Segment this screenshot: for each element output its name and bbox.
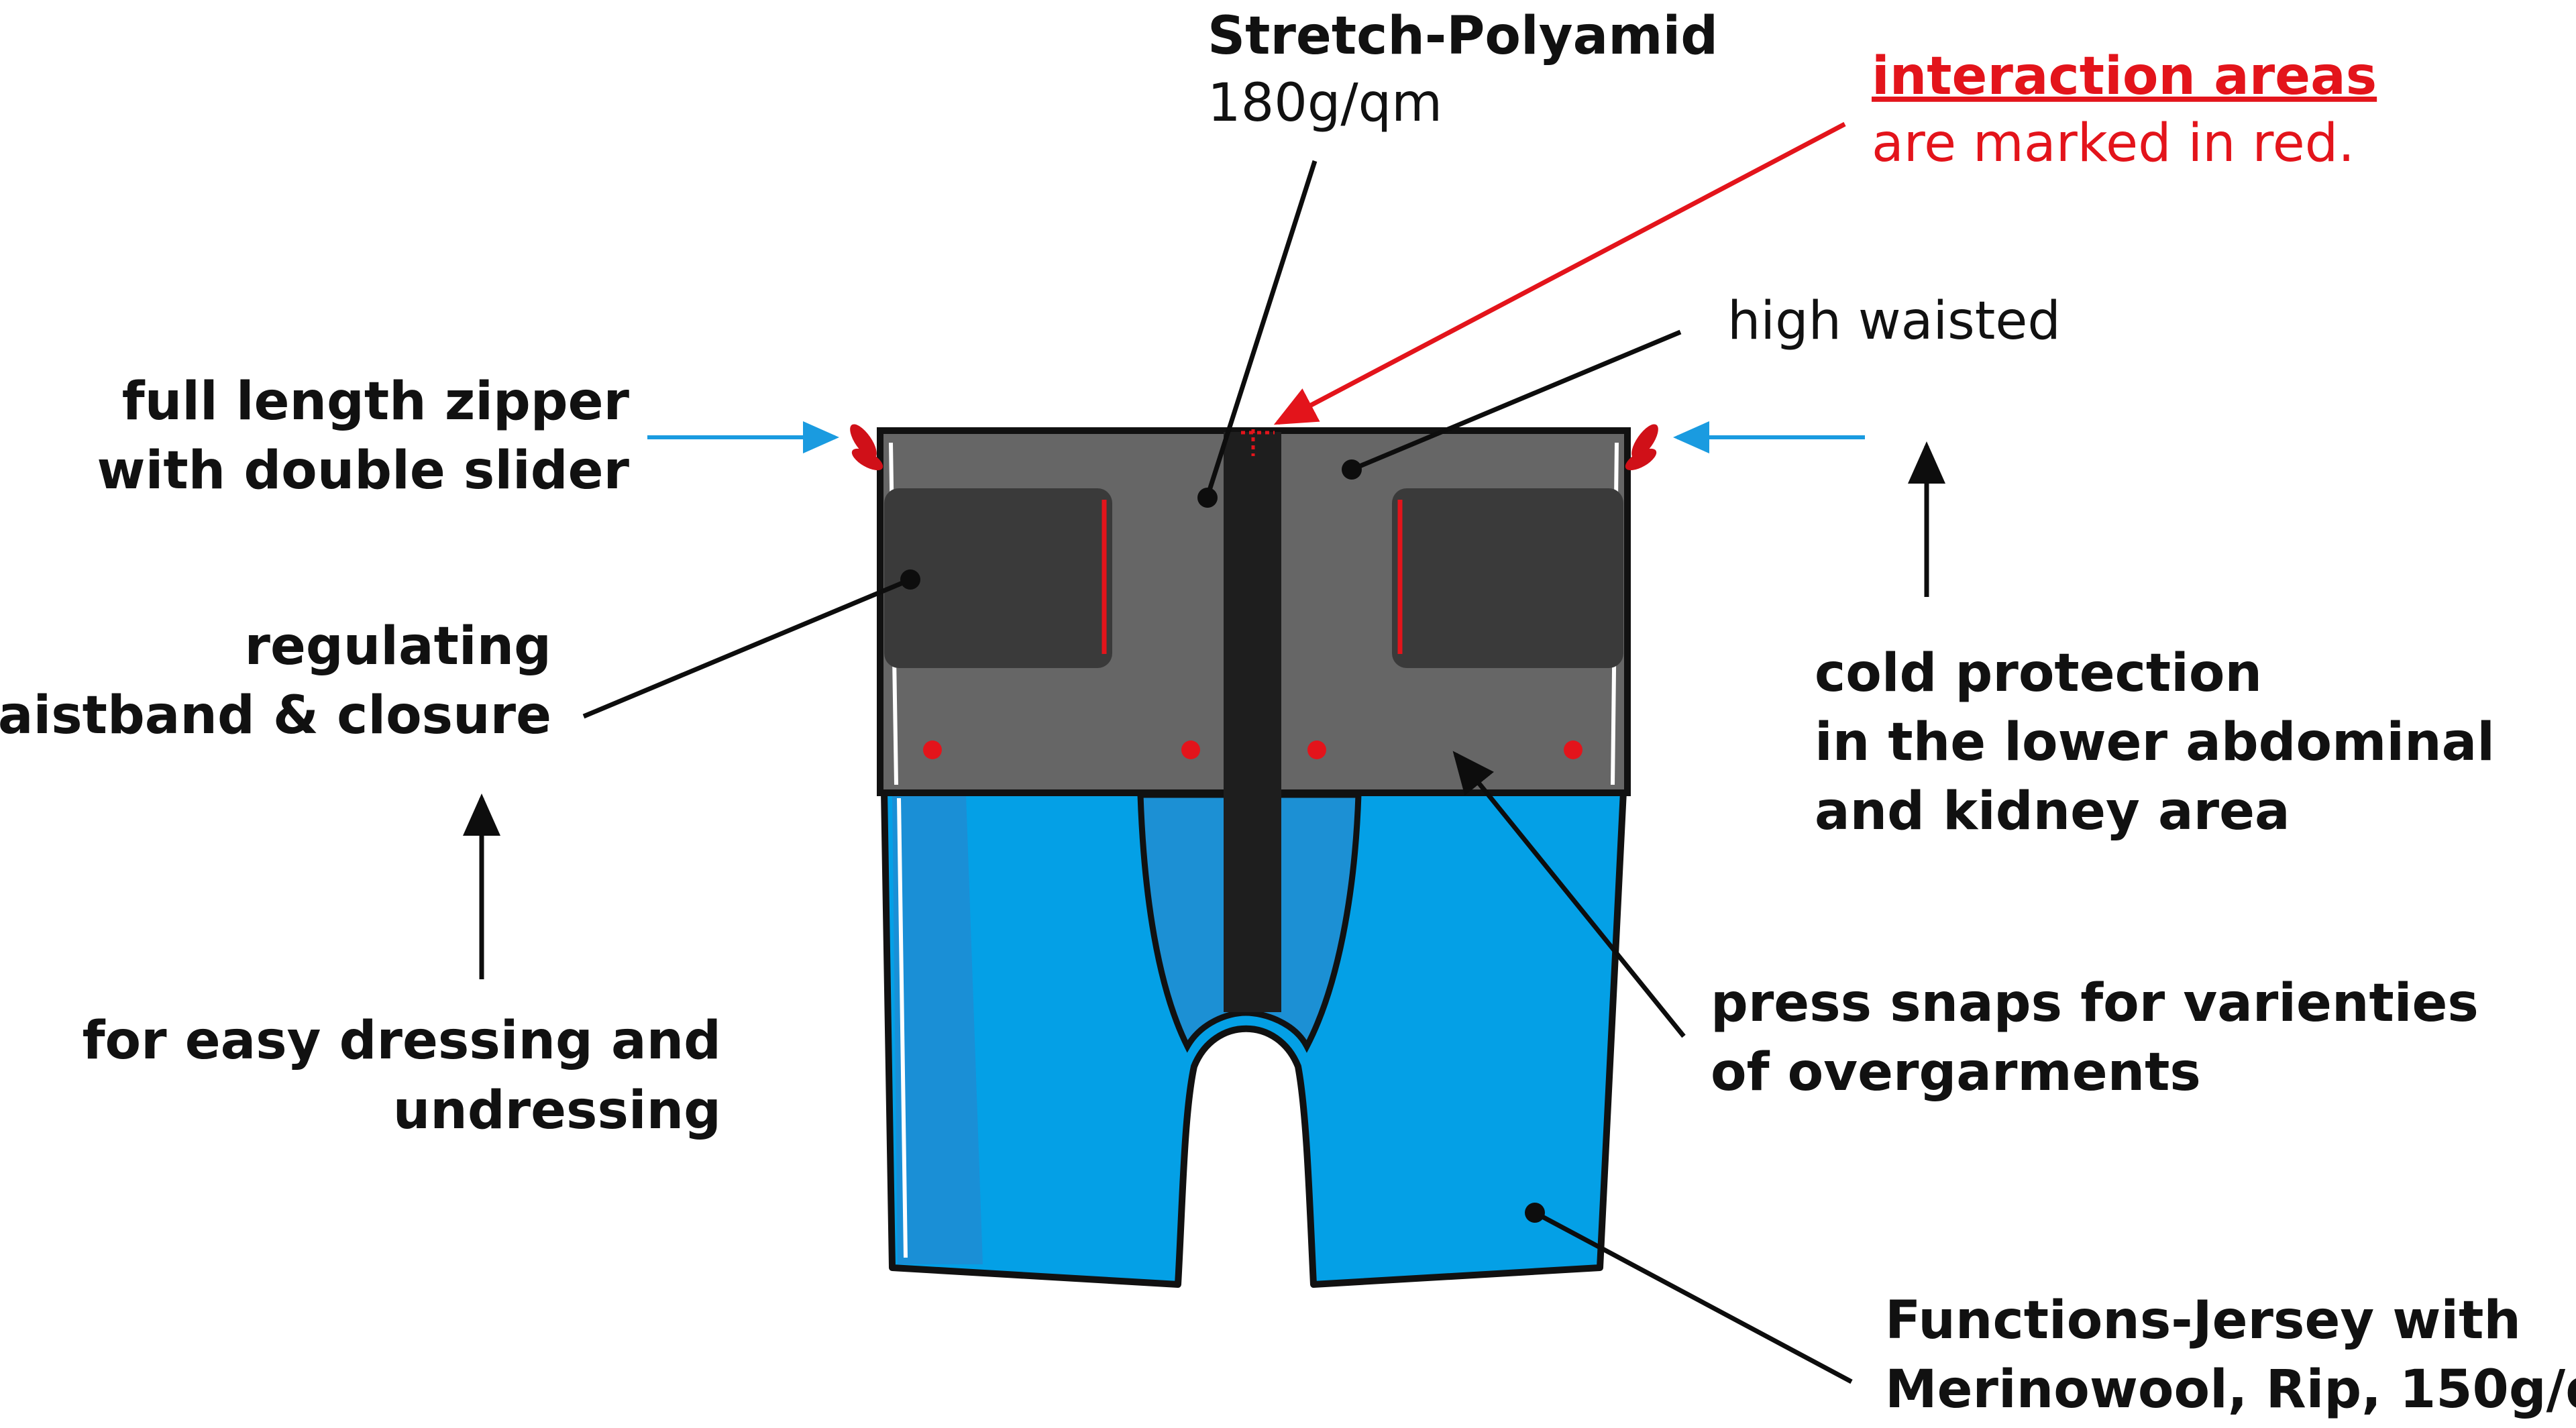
leader-high-waisted: [1350, 329, 1682, 472]
regulating-panel-right: [1392, 488, 1623, 668]
leader-lines: [463, 121, 1945, 1384]
center-zipper: [1224, 432, 1281, 1012]
label-cold-line1: cold protection: [1815, 643, 2262, 704]
jersey-edge-highlight: [897, 798, 908, 1258]
label-waistband-line2: waistband & closure: [0, 685, 551, 746]
leader-regulating-waistband: [582, 578, 910, 719]
label-zipper-line2: with double slider: [97, 441, 630, 501]
regulating-panel-left: [884, 488, 1112, 668]
dot-high-waisted: [1342, 459, 1362, 480]
leader-jersey: [1534, 1210, 1853, 1384]
dot-stretch-polyamid: [1197, 488, 1218, 508]
label-jersey-line1: Functions-Jersey with: [1885, 1290, 2521, 1351]
label-interaction-line2: are marked in red.: [1872, 113, 2355, 174]
label-snaps-line1: press snaps for varienties: [1711, 973, 2479, 1034]
label-material-top-line2: 180g/qm: [1208, 73, 1442, 133]
arrow-press-snaps: [1452, 751, 1686, 1038]
label-cold-line2: in the lower abdominal: [1815, 712, 2495, 773]
shorts-illustration: [850, 424, 1658, 1288]
annotation-labels: Stretch-Polyamid 180g/qm interaction are…: [0, 6, 2576, 1420]
label-snaps-line2: of overgarments: [1711, 1042, 2201, 1103]
jersey-shade-left: [892, 795, 983, 1264]
zipper-pull-left: [850, 424, 883, 471]
label-material-top-line1: Stretch-Polyamid: [1208, 6, 1718, 66]
label-waistband-line1: regulating: [245, 616, 552, 677]
label-jersey-line2: Merinowool, Rip, 150g/qm: [1885, 1360, 2576, 1420]
label-high-waisted: high waisted: [1727, 291, 2061, 351]
press-snap-4: [1564, 740, 1582, 759]
arrow-interaction-areas: [1273, 121, 1846, 425]
press-snap-3: [1307, 740, 1326, 759]
zipper-pull-right: [1625, 424, 1658, 471]
press-snap-1: [923, 740, 942, 759]
press-snap-2: [1181, 740, 1200, 759]
leader-stretch-polyamid: [1205, 160, 1318, 498]
label-zipper-line1: full length zipper: [122, 372, 630, 432]
label-interaction-line1: interaction areas: [1872, 46, 2377, 107]
dot-regulating-waistband: [900, 569, 920, 590]
label-dressing-line1: for easy dressing and: [83, 1011, 721, 1071]
jersey-leg-section: [881, 788, 1627, 1288]
label-cold-line3: and kidney area: [1815, 781, 2290, 842]
label-dressing-line2: undressing: [393, 1081, 721, 1141]
dot-jersey: [1525, 1203, 1545, 1223]
